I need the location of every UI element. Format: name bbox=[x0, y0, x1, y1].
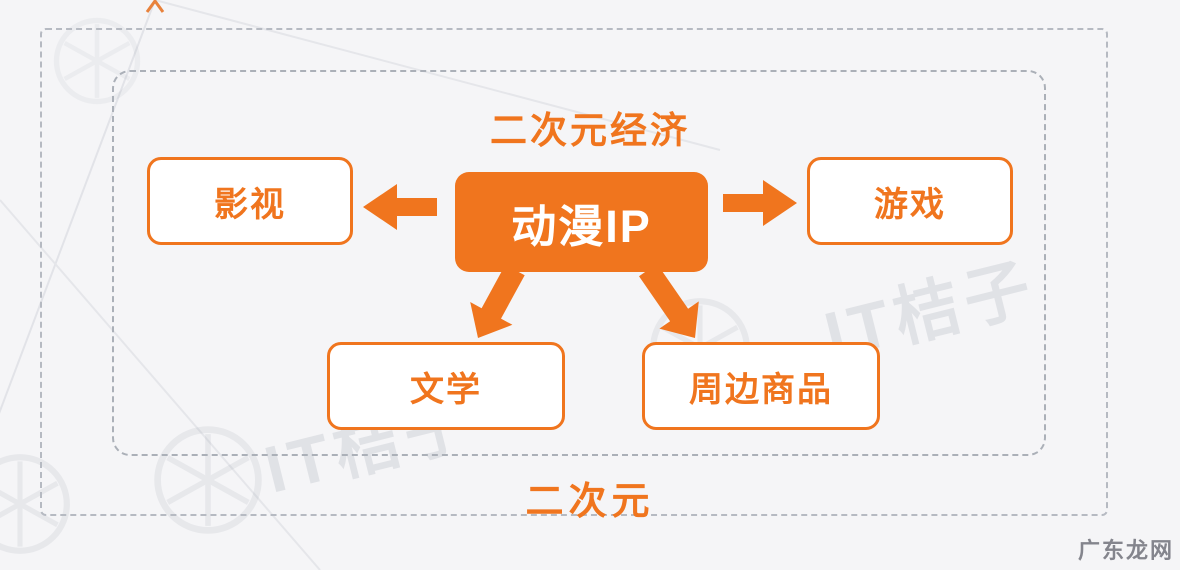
node-literature: 文学 bbox=[327, 342, 565, 430]
citrus-icon bbox=[0, 454, 70, 554]
citrus-icon bbox=[154, 426, 262, 534]
node-game: 游戏 bbox=[807, 157, 1013, 245]
background-line bbox=[0, 199, 321, 570]
node-game-label: 游戏 bbox=[874, 185, 946, 224]
background-line bbox=[154, 0, 721, 151]
node-anime-ip-label: 动漫IP bbox=[511, 200, 652, 252]
node-anime-ip: 动漫IP bbox=[455, 172, 708, 272]
citrus-icon bbox=[53, 17, 141, 105]
outer-dashed-frame bbox=[40, 28, 1108, 516]
background-line bbox=[0, 0, 156, 414]
node-film-label: 影视 bbox=[214, 185, 286, 224]
node-merchandise-label: 周边商品 bbox=[689, 370, 833, 409]
site-watermark: 广东龙网 bbox=[1077, 538, 1174, 563]
arrow-down-right-icon bbox=[639, 263, 699, 338]
orange-vertex-mark bbox=[145, 0, 165, 13]
diagram-title: 二次元经济 bbox=[490, 110, 690, 151]
inner-dashed-frame bbox=[112, 70, 1046, 456]
outer-frame-label: 二次元 bbox=[525, 481, 655, 523]
node-film: 影视 bbox=[147, 157, 353, 245]
node-merchandise: 周边商品 bbox=[642, 342, 880, 430]
arrow-right-icon bbox=[723, 180, 797, 226]
arrow-down-left-icon bbox=[470, 264, 525, 338]
node-literature-label: 文学 bbox=[410, 370, 482, 409]
arrow-left-icon bbox=[363, 184, 437, 230]
